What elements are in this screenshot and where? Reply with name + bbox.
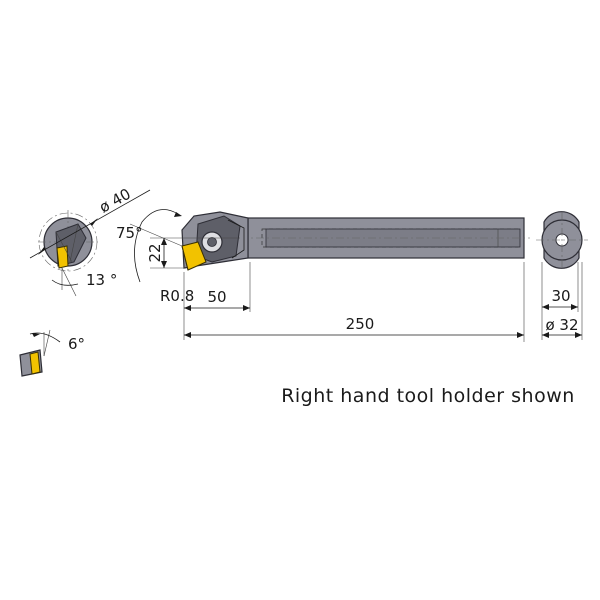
overall-arrow-right — [517, 332, 524, 338]
clearance-arc — [51, 279, 79, 286]
head-length-label: 50 — [207, 288, 226, 306]
offset-arrow-bottom — [161, 261, 167, 268]
end-view-edge-line — [55, 231, 73, 263]
bore-dia-arrow-2 — [90, 218, 98, 226]
offset-dimension: 22 — [146, 237, 240, 269]
caption: Right hand tool holder shown — [281, 385, 575, 407]
shank-end-view — [536, 211, 588, 269]
inclination-angle-label: 6° — [68, 335, 85, 353]
clamp-screw-socket — [207, 237, 217, 247]
shank-dia-label: ø 32 — [545, 316, 578, 334]
head-arrow-right — [243, 305, 250, 311]
corner-radius-label: R0.8 — [160, 287, 194, 305]
flat-arrow-left — [542, 304, 549, 310]
incl-ext-2 — [43, 329, 51, 357]
bore-end-view — [38, 210, 98, 274]
overall-length-label: 250 — [346, 315, 375, 333]
clearance-angle-dimension: 13 ° — [51, 267, 117, 297]
insert-edge — [181, 245, 189, 271]
incl-arrow — [32, 333, 40, 337]
shank-dia-arrow-left — [542, 332, 549, 338]
clearance-ext-2 — [61, 267, 77, 297]
insert-side-view: 6° — [19, 329, 85, 377]
shank-dia-dimension: ø 32 — [542, 262, 583, 340]
bore-dia-arrow-1 — [38, 247, 46, 255]
flat-width-label: 30 — [551, 287, 570, 305]
insert-side-insert — [29, 351, 41, 375]
approach-arc — [134, 209, 179, 283]
approach-angle-dimension: 75° — [116, 209, 183, 283]
shank-dia-arrow-right — [575, 332, 582, 338]
offset-arrow-top — [161, 238, 167, 245]
overall-arrow-left — [184, 332, 191, 338]
approach-arrow — [174, 212, 182, 217]
end-view-edge-line-2 — [69, 223, 79, 263]
approach-ext-line — [129, 223, 183, 247]
overall-length-dimension: 250 — [184, 262, 525, 342]
flat-width-dimension: 30 — [541, 262, 579, 340]
head-arrow-left — [184, 305, 191, 311]
boring-bar-side-view — [181, 211, 530, 271]
flat-arrow-right — [571, 304, 578, 310]
clearance-angle-label: 13 ° — [86, 271, 117, 289]
offset-label: 22 — [146, 243, 164, 262]
end-view-insert — [56, 245, 69, 269]
approach-angle-label: 75° — [116, 224, 143, 242]
head-length-dimension: 50 — [183, 262, 251, 340]
bore-dia-label: ø 40 — [96, 185, 134, 217]
clamp-edge — [227, 219, 245, 259]
